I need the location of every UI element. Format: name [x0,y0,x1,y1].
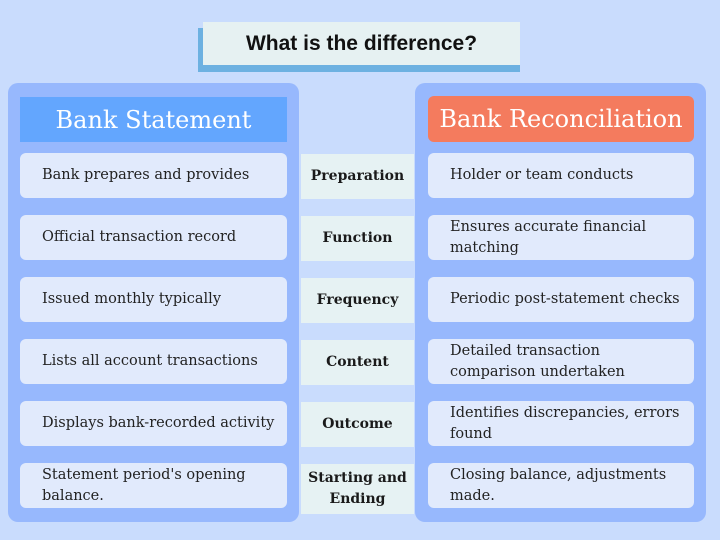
bank-reconciliation-content: Detailed transaction comparison undertak… [428,339,694,384]
bank-reconciliation-frequency: Periodic post-statement checks [428,277,694,322]
criterion-frequency: Frequency [301,278,414,323]
title-banner: What is the difference? [198,22,520,72]
criterion-content: Content [301,340,414,385]
criterion-starting-ending: Starting and Ending [301,464,414,514]
bank-statement-frequency: Issued monthly typically [20,277,287,322]
bank-statement-panel: Bank Statement Bank prepares and provide… [8,83,299,522]
criterion-function: Function [301,216,414,261]
bank-statement-preparation: Bank prepares and provides [20,153,287,198]
bank-reconciliation-starting-ending: Closing balance, adjustments made. [428,463,694,508]
diagram-title: What is the difference? [203,22,520,65]
criterion-outcome: Outcome [301,402,414,447]
bank-reconciliation-outcome: Identifies discrepancies, errors found [428,401,694,446]
bank-reconciliation-header: Bank Reconciliation [428,96,694,142]
bank-statement-outcome: Displays bank-recorded activity [20,401,287,446]
bank-statement-content: Lists all account transactions [20,339,287,384]
bank-statement-starting-ending: Statement period's opening balance. [20,463,287,508]
bank-statement-header: Bank Statement [20,97,287,142]
criterion-preparation: Preparation [301,154,414,199]
bank-statement-function: Official transaction record [20,215,287,260]
bank-reconciliation-preparation: Holder or team conducts [428,153,694,198]
bank-reconciliation-function: Ensures accurate financial matching [428,215,694,260]
bank-reconciliation-panel: Bank Reconciliation Holder or team condu… [415,83,706,522]
